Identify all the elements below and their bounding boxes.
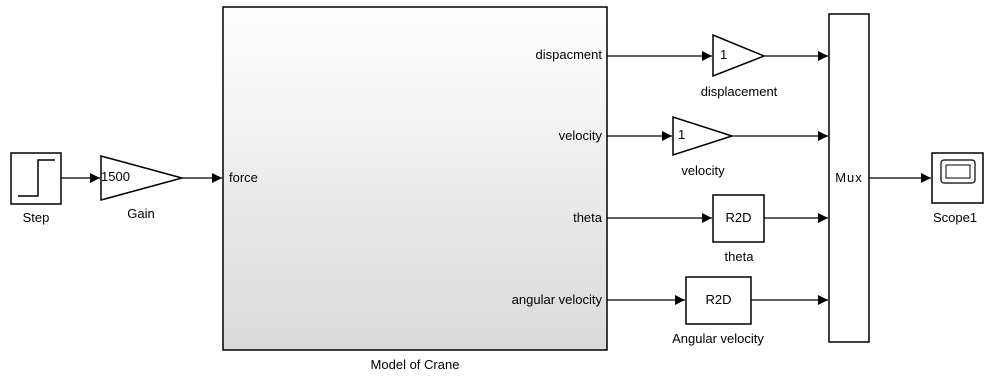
displacement-gain-value: 1 bbox=[720, 47, 728, 62]
velocity-gain-value: 1 bbox=[678, 127, 686, 142]
mux-label: Mux bbox=[835, 170, 863, 185]
crane-port-dispacment: dispacment bbox=[535, 47, 602, 62]
step-icon bbox=[18, 159, 55, 197]
crane-subsystem-block[interactable] bbox=[222, 6, 608, 351]
r2d-angular-block[interactable] bbox=[685, 276, 752, 325]
gain-label: Gain bbox=[127, 206, 155, 221]
crane-port-force: force bbox=[229, 170, 258, 185]
r2d-theta-label: theta bbox=[724, 249, 754, 264]
scope-label: Scope1 bbox=[932, 210, 978, 225]
velocity-gain-label: velocity bbox=[681, 163, 725, 178]
mux-block[interactable] bbox=[828, 13, 870, 343]
displacement-gain-label: displacement bbox=[700, 84, 778, 99]
gain-block[interactable] bbox=[100, 155, 185, 201]
displacement-gain-block[interactable] bbox=[712, 33, 767, 78]
step-label: Step bbox=[22, 210, 50, 225]
r2d-angular-label: Angular velocity bbox=[672, 331, 764, 346]
r2d-theta-block[interactable] bbox=[712, 194, 765, 243]
crane-port-theta: theta bbox=[573, 210, 602, 225]
r2d-theta-value: R2D bbox=[725, 210, 752, 225]
r2d-angular-value: R2D bbox=[705, 292, 732, 307]
crane-port-angular-velocity: angular velocity bbox=[511, 292, 602, 307]
crane-label: Model of Crane bbox=[370, 357, 460, 372]
scope-block[interactable] bbox=[931, 152, 984, 204]
crane-port-velocity: velocity bbox=[558, 128, 602, 143]
velocity-gain-block[interactable] bbox=[672, 115, 735, 157]
step-block[interactable] bbox=[10, 152, 62, 205]
gain-value: 1500 bbox=[101, 169, 130, 184]
